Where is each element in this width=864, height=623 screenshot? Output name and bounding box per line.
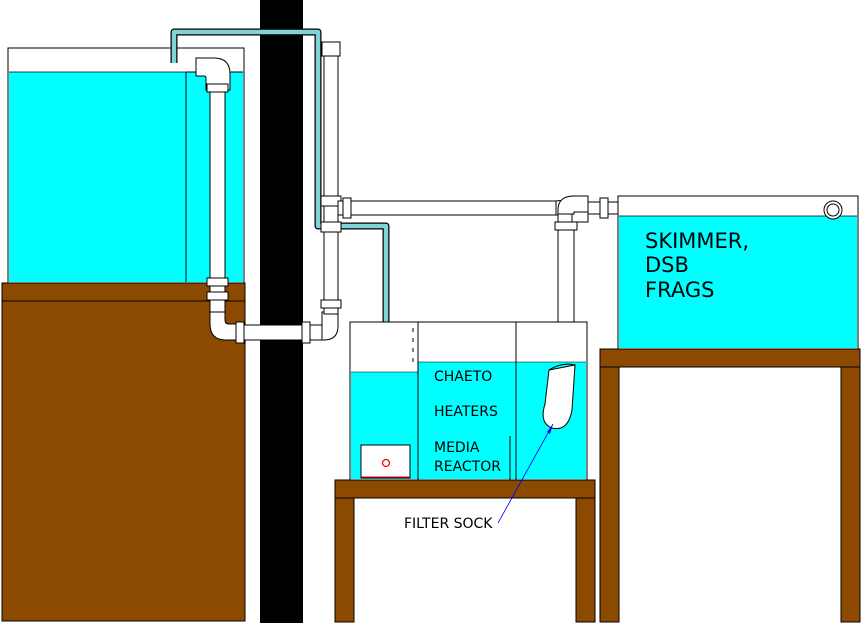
display-tank-stand: [1, 282, 246, 622]
sump-water-mid: [418, 362, 516, 479]
skimmer-tank-water: [619, 216, 857, 348]
drain-coupling-upper: [206, 277, 229, 287]
drain-pipe-horizontal: [237, 324, 325, 341]
filter-sock: [542, 364, 576, 430]
sump-drop-coupling: [554, 221, 578, 231]
drain-h-coupling-left: [235, 321, 245, 344]
filter-sock-label: FILTER SOCK: [404, 516, 493, 532]
right-table-leg-right: [840, 366, 861, 623]
heaters-label: HEATERS: [434, 404, 498, 420]
middle-table-leg-right: [575, 497, 596, 623]
drain-plumbing: [195, 41, 342, 344]
return-line-fill: [171, 29, 389, 463]
sump: CHAETO HEATERS MEDIA REACTOR: [349, 321, 588, 481]
stand-body: [1, 300, 246, 622]
drain-h-coupling-right: [301, 321, 311, 344]
skimmer-label-line3: FRAGS: [645, 278, 714, 302]
middle-table-leg-left: [334, 497, 355, 623]
display-tank: [7, 47, 245, 284]
right-table: [599, 348, 861, 623]
drain-top-coupling: [206, 83, 229, 93]
filter-sock-rim: [548, 363, 576, 371]
skimmer-tank: SKIMMER, DSB FRAGS: [617, 195, 859, 350]
return-pump: [360, 444, 411, 479]
filter-sock-pointer: [497, 423, 554, 524]
drain-rise-cap: [321, 41, 341, 57]
filter-sock-pointer-arrow: [547, 424, 553, 434]
skimmer-feed-coupling: [599, 197, 609, 219]
chaeto-label: CHAETO: [434, 369, 492, 385]
drain-top-elbow: [195, 57, 231, 91]
wall: [260, 0, 303, 623]
right-table-top: [599, 348, 861, 368]
drain-rise-coupling: [320, 299, 342, 309]
return-line: [170, 28, 390, 463]
middle-table: [334, 479, 596, 623]
drain-coupling-lower: [206, 291, 229, 301]
skimmer-label-line2: DSB: [645, 253, 689, 277]
media-label-line1: MEDIA: [434, 440, 480, 456]
skimmer-feed-top-elbow: [557, 195, 589, 215]
skimmer-label-line1: SKIMMER,: [645, 229, 749, 253]
manifold-coupling-left: [342, 197, 352, 219]
display-tank-water: [9, 72, 243, 282]
drain-tee-lower: [320, 221, 342, 233]
skimmer-tank-bulkhead-inner: [826, 203, 840, 217]
media-label-line2: REACTOR: [434, 459, 501, 475]
manifold-pipe: [337, 200, 561, 216]
drain-pipe-rise: [323, 47, 339, 315]
right-table-leg-left: [599, 366, 620, 623]
return-pump-outlet-icon: [381, 458, 391, 468]
drain-rise-elbow: [321, 311, 339, 341]
middle-table-top: [334, 479, 596, 499]
